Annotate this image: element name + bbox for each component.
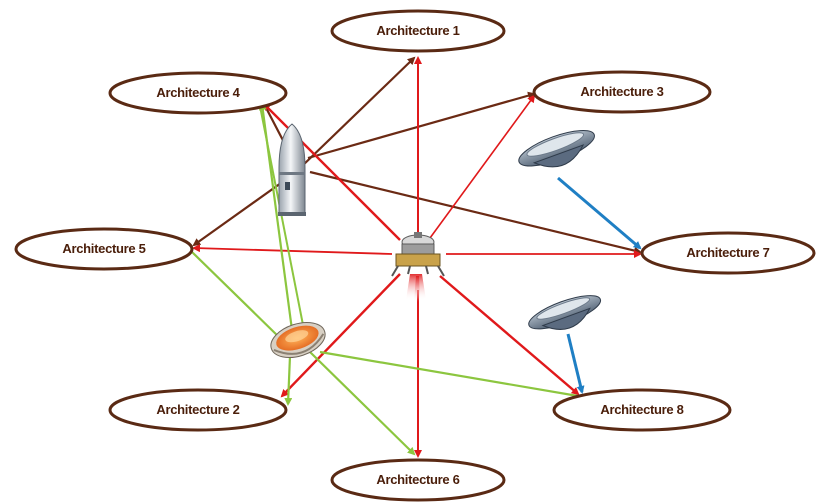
edge-lander-to-architecture-4 [262, 102, 401, 241]
flying-saucer-icon-upper [518, 130, 595, 168]
edge-capsule-to-architecture-6 [309, 351, 416, 456]
edge-capsule-to-architecture-2 [284, 355, 293, 406]
architecture-2-node[interactable]: Architecture 2 [108, 388, 288, 432]
edge-rocket-to-architecture-1 [299, 56, 416, 169]
flying-saucer-icon-lower [528, 295, 602, 330]
edge-lander-to-architecture-8 [439, 275, 580, 396]
edge-capsule-to-architecture-4b [259, 105, 305, 331]
architecture-6-label: Architecture 6 [376, 472, 459, 487]
edge-rocket-to-architecture-3 [307, 91, 536, 160]
architecture-5-node[interactable]: Architecture 5 [14, 227, 194, 271]
edge-lander-to-architecture-2 [280, 273, 401, 398]
lander-icon [391, 232, 445, 302]
architecture-7-node[interactable]: Architecture 7 [640, 231, 816, 275]
architecture-5-label: Architecture 5 [62, 241, 145, 256]
edge-capsule-to-architecture-8 [319, 350, 579, 398]
architecture-1-node[interactable]: Architecture 1 [330, 9, 506, 53]
edge-lander-to-architecture-3 [429, 94, 536, 239]
edge-saucer-lower-to-architecture-8 [566, 333, 585, 394]
heat-shield-capsule-icon [270, 321, 326, 359]
architecture-3-label: Architecture 3 [580, 84, 663, 99]
rocket-icon [278, 123, 306, 216]
architecture-4-label: Architecture 4 [156, 85, 240, 100]
connector-edges [191, 56, 642, 458]
architecture-3-node[interactable]: Architecture 3 [532, 70, 712, 114]
architecture-8-node[interactable]: Architecture 8 [552, 388, 732, 432]
edge-rocket-to-architecture-7 [309, 170, 642, 255]
edge-lander-to-architecture-5 [192, 244, 393, 255]
architecture-6-node[interactable]: Architecture 6 [330, 458, 506, 502]
architecture-2-label: Architecture 2 [156, 402, 239, 417]
architecture-1-label: Architecture 1 [376, 23, 459, 38]
architecture-7-label: Architecture 7 [686, 245, 769, 260]
architecture-4-node[interactable]: Architecture 4 [108, 71, 288, 115]
architecture-8-label: Architecture 8 [600, 402, 683, 417]
edge-capsule-to-architecture-5 [191, 251, 283, 341]
edge-saucer-upper-to-architecture-7 [557, 176, 642, 250]
